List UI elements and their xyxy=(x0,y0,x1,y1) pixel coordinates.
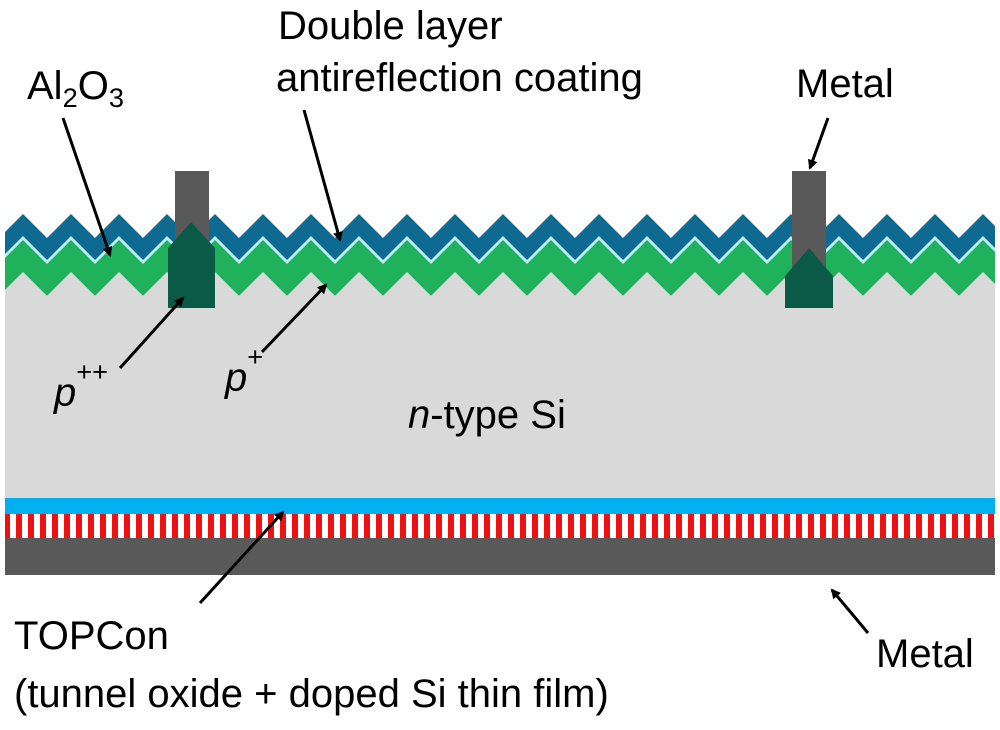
tunnel-oxide-layer xyxy=(5,498,995,514)
label-arc-line2: antireflection coating xyxy=(276,56,643,100)
front-layers xyxy=(5,214,995,300)
arrow-topcon xyxy=(198,510,285,605)
rear-metal-layer xyxy=(5,538,995,575)
arrow-metal-top xyxy=(808,117,830,170)
silicon-textured-surface xyxy=(5,272,995,300)
label-p-plus-plus: p++ xyxy=(54,358,108,415)
al2o3-sub-3: 3 xyxy=(108,82,124,114)
label-metal-top: Metal xyxy=(796,62,894,106)
p-plus-plus-region-right xyxy=(785,248,833,308)
al2o3-o: O xyxy=(77,64,109,108)
label-metal-bottom: Metal xyxy=(876,632,974,676)
label-n-type-si: n-type Si xyxy=(408,395,566,435)
label-topcon-line2: (tunnel oxide + doped Si thin film) xyxy=(14,672,609,716)
label-al2o3: Al2O3 xyxy=(27,64,124,111)
arc-outer-layer xyxy=(5,214,995,260)
p-plus-sup: + xyxy=(247,341,264,372)
label-p-plus: p+ xyxy=(225,343,263,400)
label-arc-line1: Double layer xyxy=(278,4,503,48)
al2o3-layer xyxy=(5,238,995,296)
front-contact-right xyxy=(785,171,833,308)
arrow-al2o3 xyxy=(61,117,113,257)
front-contact-left xyxy=(168,171,215,308)
al2o3-al: Al xyxy=(27,64,63,108)
p-plus-plus-sup: ++ xyxy=(76,356,109,387)
n-type-silicon xyxy=(5,270,995,500)
p-plus-plus-region-left xyxy=(168,222,215,308)
arrow-metal-bottom xyxy=(830,588,870,634)
al2o3-sub-2: 2 xyxy=(62,82,78,114)
arrow-p-plus xyxy=(260,283,328,354)
arrows xyxy=(61,109,870,634)
doped-si-thin-film-layer xyxy=(5,514,995,538)
n-type-italic-n: n xyxy=(408,393,431,437)
p-plus-plus-base: p xyxy=(54,370,77,415)
n-type-rest: -type Si xyxy=(430,393,566,437)
arrow-p-plus-plus xyxy=(118,296,185,370)
label-topcon-line1: TOPCon xyxy=(14,614,169,658)
p-plus-base: p xyxy=(225,355,248,400)
arrow-arc xyxy=(302,109,343,242)
